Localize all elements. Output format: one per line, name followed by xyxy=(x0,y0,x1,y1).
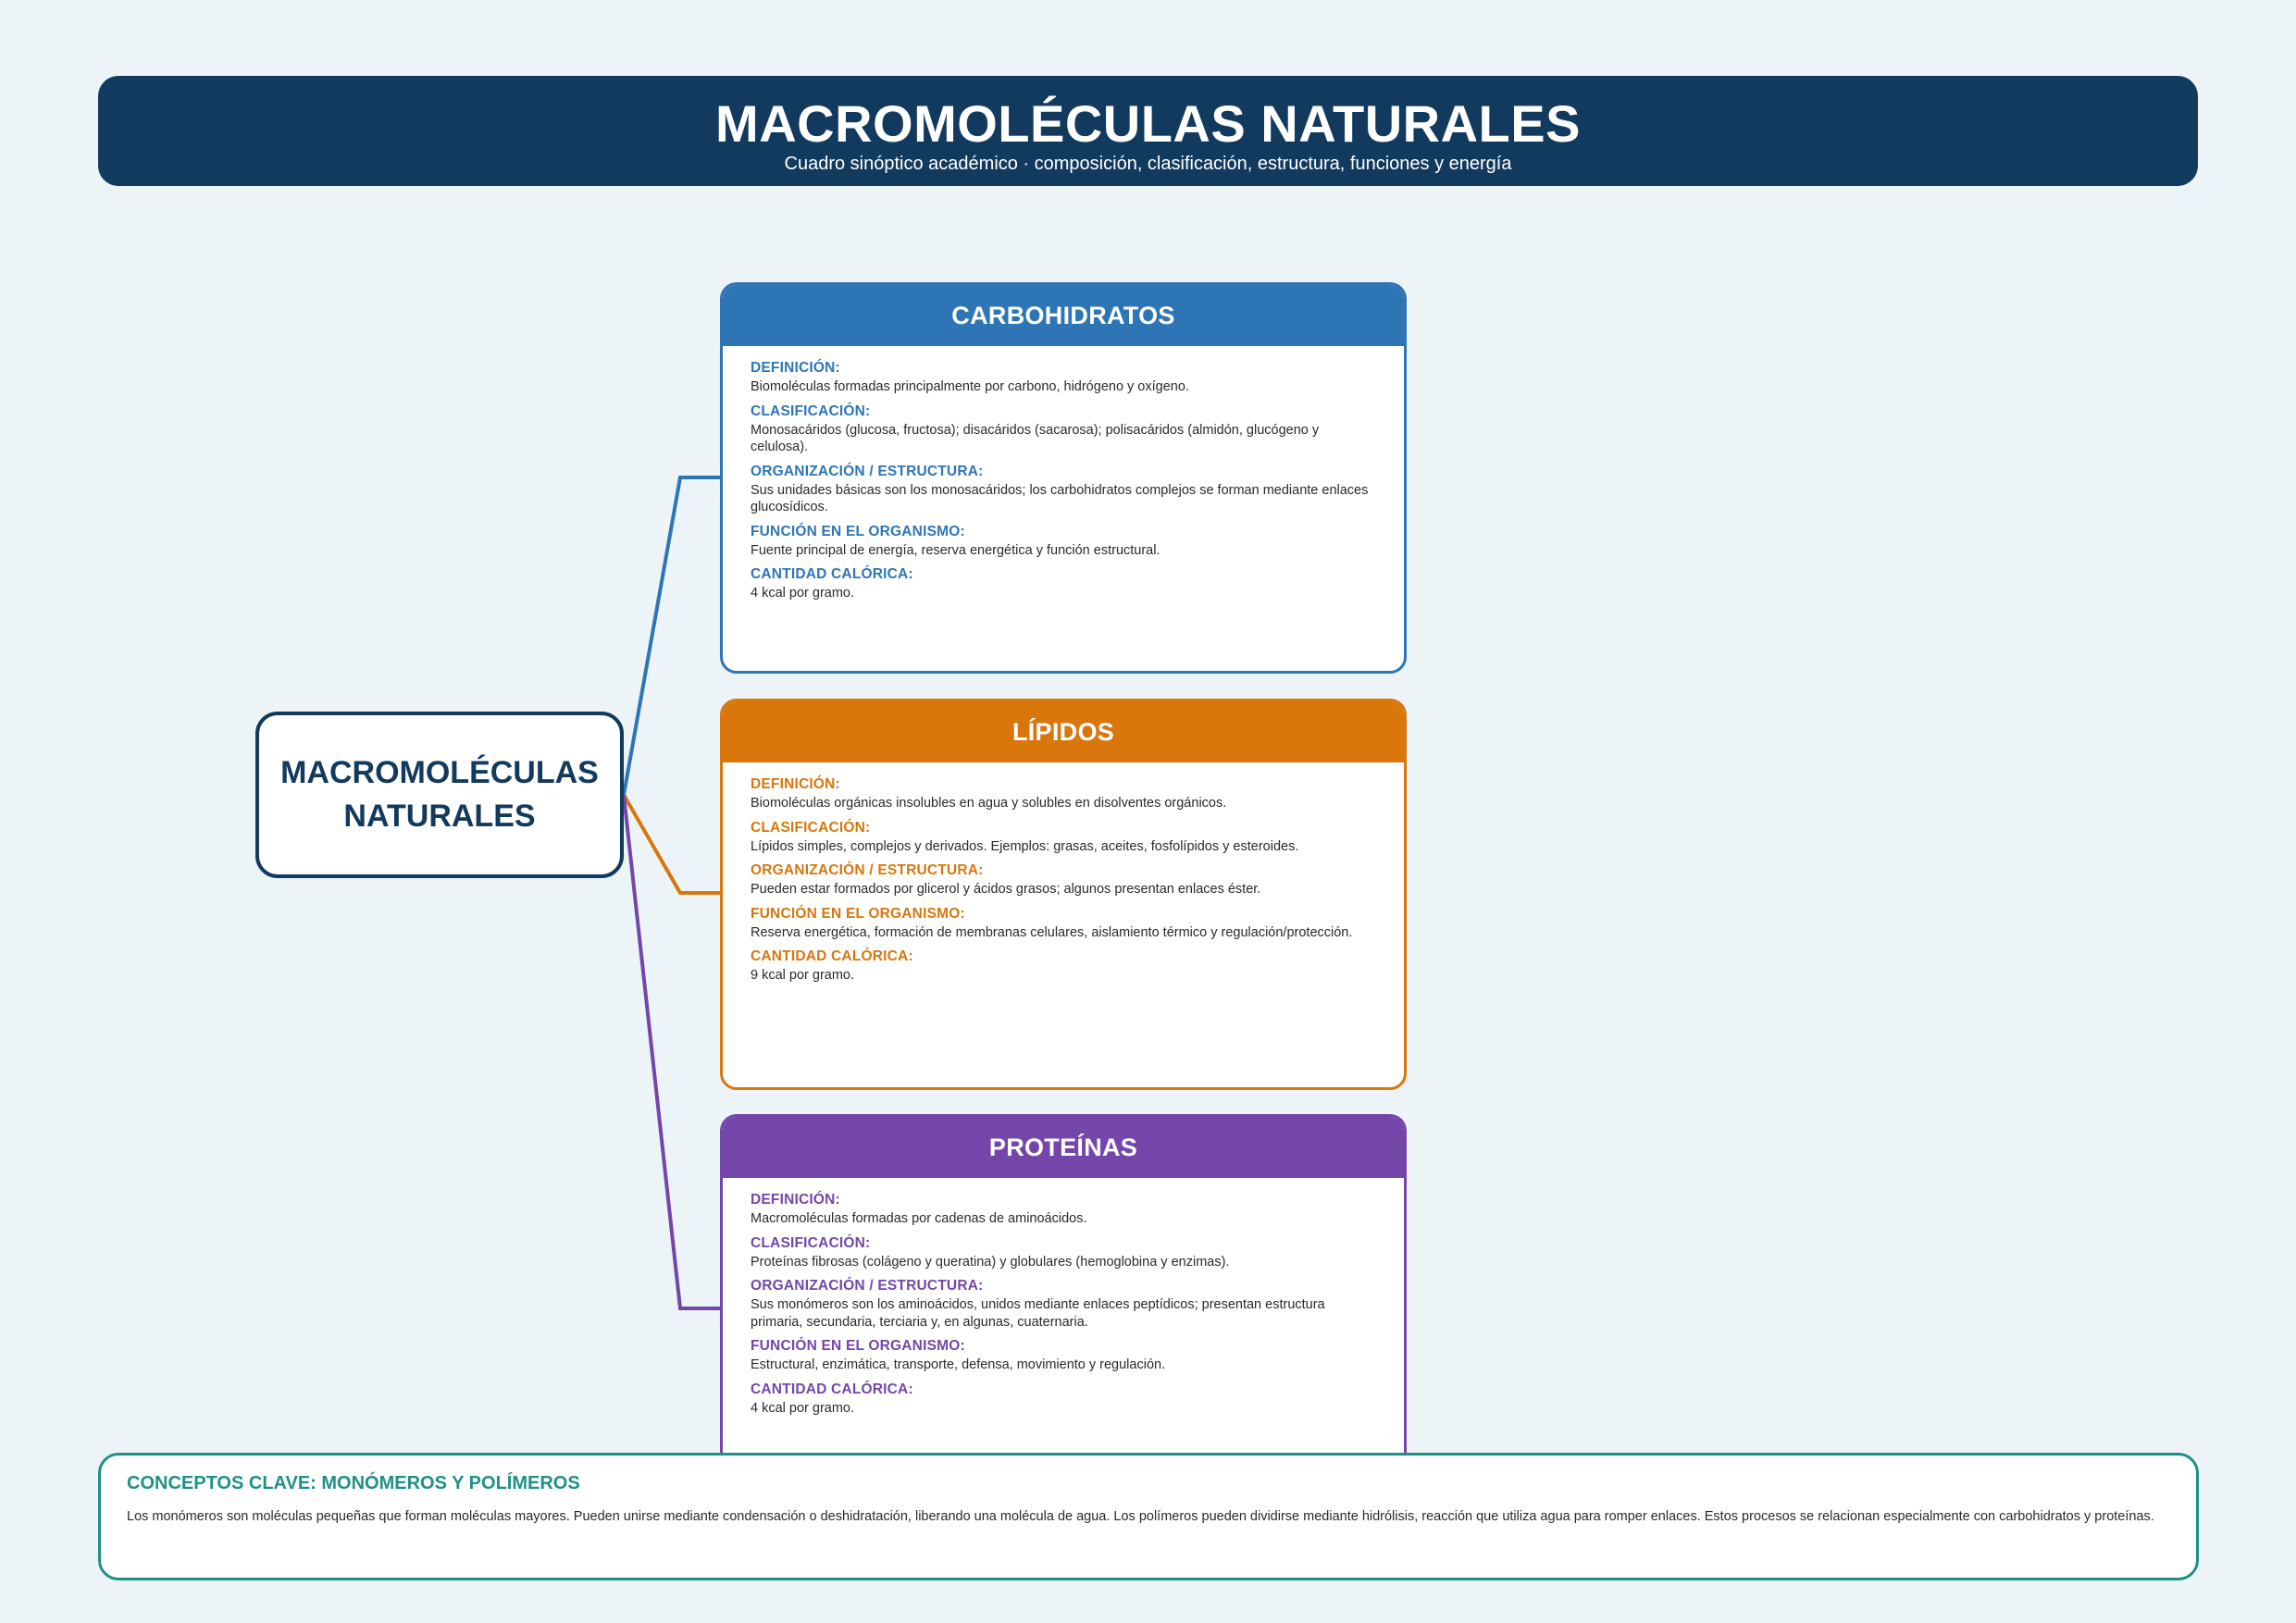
page-title: MACROMOLÉCULAS NATURALES xyxy=(715,94,1581,153)
field-label: CANTIDAD CALÓRICA: xyxy=(751,948,913,964)
field-label: ORGANIZACIÓN / ESTRUCTURA: xyxy=(751,862,984,878)
field-label: FUNCIÓN EN EL ORGANISMO: xyxy=(751,905,965,922)
card-title: PROTEÍNAS xyxy=(723,1117,1404,1178)
field-text: Proteínas fibrosas (colágeno y queratina… xyxy=(751,1254,1230,1270)
key-concepts-text: Los monómeros son moléculas pequeñas que… xyxy=(127,1509,2154,1524)
field-text: Monosacáridos (glucosa, fructosa); disac… xyxy=(751,422,1320,455)
key-concepts-title: CONCEPTOS CLAVE: MONÓMEROS Y POLÍMEROS xyxy=(127,1473,580,1493)
field-text: Reserva energética, formación de membran… xyxy=(751,924,1353,940)
card-title: CARBOHIDRATOS xyxy=(723,285,1404,346)
field-label: FUNCIÓN EN EL ORGANISMO: xyxy=(751,523,965,539)
field-text: 4 kcal por gramo. xyxy=(751,586,855,601)
central-node-line-2: NATURALES xyxy=(343,799,536,834)
field-text: 4 kcal por gramo. xyxy=(751,1400,855,1416)
field-label: CANTIDAD CALÓRICA: xyxy=(751,1381,913,1397)
field-text: 9 kcal por gramo. xyxy=(751,968,855,983)
field-label: FUNCIÓN EN EL ORGANISMO: xyxy=(751,1338,965,1354)
key-concepts-box: CONCEPTOS CLAVE: MONÓMEROS Y POLÍMEROS L… xyxy=(98,1453,2199,1580)
connector-carbohidratos xyxy=(622,476,720,796)
field-label: ORGANIZACIÓN / ESTRUCTURA: xyxy=(751,463,984,479)
card-proteinas: PROTEÍNAS DEFINICIÓN: Macromoléculas for… xyxy=(720,1114,1407,1484)
card-lipidos: LÍPIDOS DEFINICIÓN: Biomoléculas orgánic… xyxy=(720,699,1407,1090)
field-label: CLASIFICACIÓN: xyxy=(751,403,871,419)
field-label: CANTIDAD CALÓRICA: xyxy=(751,566,913,582)
field-text: Fuente principal de energía, reserva ene… xyxy=(751,542,1160,558)
field-label: DEFINICIÓN: xyxy=(751,776,840,792)
field-text: Estructural, enzimática, transporte, def… xyxy=(751,1357,1166,1372)
field-label: DEFINICIÓN: xyxy=(751,1192,840,1208)
central-node-line-1: MACROMOLÉCULAS xyxy=(280,755,599,790)
central-node: MACROMOLÉCULAS NATURALES xyxy=(255,712,624,878)
field-text: Lípidos simples, complejos y derivados. … xyxy=(751,838,1299,854)
connector-lipidos xyxy=(622,794,720,895)
field-text: Macromoléculas formadas por cadenas de a… xyxy=(751,1211,1087,1226)
page-subtitle: Cuadro sinóptico académico · composición… xyxy=(784,154,1512,174)
field-text: Biomoléculas orgánicas insolubles en agu… xyxy=(751,796,1227,811)
card-title: LÍPIDOS xyxy=(723,701,1404,762)
field-text: Sus unidades básicas son los monosacárid… xyxy=(751,482,1369,515)
field-label: ORGANIZACIÓN / ESTRUCTURA: xyxy=(751,1278,984,1294)
card-carbohidratos: CARBOHIDRATOS DEFINICIÓN: Biomoléculas f… xyxy=(720,282,1407,674)
connector-proteinas xyxy=(622,794,720,1310)
header-banner: MACROMOLÉCULAS NATURALES Cuadro sinóptic… xyxy=(98,76,2198,186)
field-label: CLASIFICACIÓN: xyxy=(751,1234,871,1251)
field-text: Pueden estar formados por glicerol y áci… xyxy=(751,882,1261,897)
field-label: DEFINICIÓN: xyxy=(751,360,840,376)
field-text: Sus monómeros son los aminoácidos, unido… xyxy=(751,1297,1325,1330)
field-text: Biomoléculas formadas principalmente por… xyxy=(751,379,1189,394)
field-label: CLASIFICACIÓN: xyxy=(751,819,871,836)
